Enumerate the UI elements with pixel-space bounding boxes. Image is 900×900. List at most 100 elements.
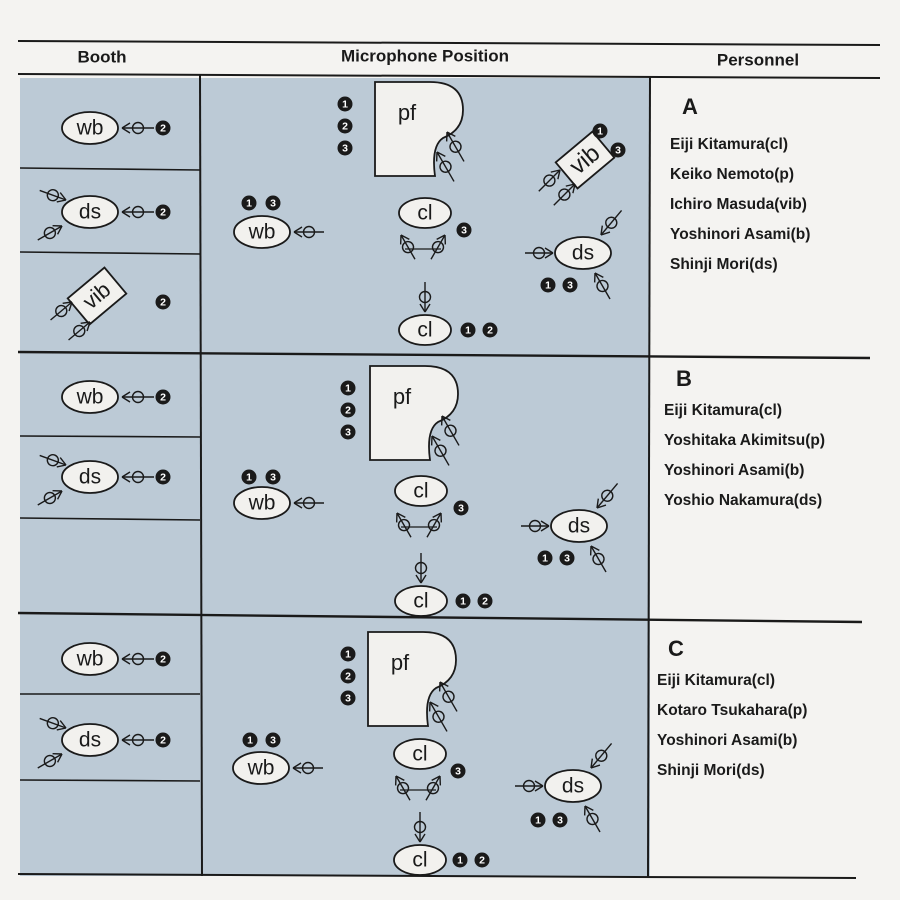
piano: pf [369, 365, 459, 461]
clarinet-upper-mic-right [425, 775, 442, 801]
clarinet-upper: cl [393, 738, 447, 770]
number-badge: 3 [562, 277, 578, 293]
number-badge: 1 [452, 852, 468, 868]
wood-bass-outline [232, 751, 290, 785]
booth-ds-low-mic [37, 224, 63, 241]
number-badge: 2 [340, 402, 356, 418]
number-badge-text: 3 [270, 734, 276, 746]
number-badge: 2 [155, 469, 171, 485]
wood-bass: wb [233, 215, 291, 249]
booth-wb-mic [121, 390, 154, 404]
clarinet-lower-outline [393, 844, 447, 876]
number-badge-text: 3 [345, 426, 351, 438]
booth-ds-mic [121, 733, 154, 747]
number-badge-text: 1 [246, 197, 252, 209]
drums-front-mic [515, 779, 544, 793]
number-badge: 3 [265, 195, 281, 211]
wood-bass-label: wb [248, 492, 276, 515]
number-badge-text: 3 [345, 692, 351, 704]
booth-wb-label: wb [76, 117, 104, 140]
booth-wb-outline [61, 642, 119, 676]
number-badge: 2 [340, 668, 356, 684]
number-badge-text: 3 [461, 224, 467, 236]
booth-ds-low-mic [37, 489, 63, 506]
session-panel [20, 78, 650, 356]
clarinet-lower-mic [414, 553, 428, 584]
clarinet-upper-outline [393, 738, 447, 770]
booth-ds-outline [61, 195, 119, 229]
clarinet-upper: cl [394, 475, 448, 507]
number-badge: 1 [592, 123, 608, 139]
personnel-member: Eiji Kitamura(cl) [657, 672, 775, 689]
personnel-member: Ichiro Masuda(vib) [670, 196, 807, 213]
drums-front-mic [525, 246, 554, 260]
piano-label: pf [393, 384, 412, 409]
vibraphone-mic-1 [538, 169, 561, 192]
piano-mic-1 [428, 701, 448, 732]
booth-ds-label: ds [79, 201, 101, 224]
piano-mic-2 [445, 131, 465, 162]
clarinet-lower-label: cl [412, 849, 427, 872]
clarinet-upper-mic-right [426, 512, 443, 538]
wood-bass-label: wb [247, 757, 275, 780]
number-badge: 2 [482, 322, 498, 338]
booth-wb: wb [61, 642, 119, 676]
clarinet-upper-outline [394, 475, 448, 507]
number-badge: 1 [530, 812, 546, 828]
booth-ds-low-mic [37, 752, 63, 769]
clarinet-lower-outline [398, 314, 452, 346]
clarinet-upper-label: cl [417, 202, 432, 225]
booth-wb: wb [61, 111, 119, 145]
number-badge: 2 [155, 732, 171, 748]
number-badge-text: 1 [597, 125, 603, 137]
booth-ds: ds [61, 460, 119, 494]
number-badge: 3 [450, 763, 466, 779]
number-badge: 1 [537, 550, 553, 566]
drums-label: ds [568, 515, 590, 538]
booth-divider [19, 251, 201, 255]
personnel-member: Yoshinori Asami(b) [670, 226, 810, 243]
number-badge-text: 1 [246, 471, 252, 483]
number-badge: 2 [155, 389, 171, 405]
number-badge-text: 1 [460, 595, 466, 607]
personnel-member: Eiji Kitamura(cl) [670, 136, 788, 153]
header-booth: Booth [77, 47, 126, 66]
personnel-member: Shinji Mori(ds) [657, 762, 765, 779]
number-badge-text: 3 [270, 197, 276, 209]
wood-bass-label: wb [248, 221, 276, 244]
header-mic-position: Microphone Position [341, 46, 509, 65]
clarinet-upper-outline [398, 197, 452, 229]
booth-ds-overhead-mic [39, 454, 67, 468]
number-badge-text: 1 [535, 814, 541, 826]
drums-floor-mic [593, 272, 611, 300]
number-badge: 1 [242, 732, 258, 748]
number-badge-text: 3 [270, 471, 276, 483]
wood-bass-mic [293, 225, 324, 239]
col-divider-left [199, 73, 203, 877]
clarinet-lower: cl [398, 314, 452, 346]
number-badge: 3 [552, 812, 568, 828]
number-badge-text: 3 [567, 279, 573, 291]
number-badge-text: 3 [615, 144, 621, 156]
number-badge-text: 2 [160, 296, 166, 308]
clarinet-upper: cl [398, 197, 452, 229]
piano-mic-1 [430, 435, 450, 466]
booth-ds-label: ds [79, 729, 101, 752]
number-badge-text: 2 [482, 595, 488, 607]
drums: ds [544, 769, 602, 803]
booth-ds-mic [121, 470, 154, 484]
booth-vib: vib [66, 266, 128, 326]
booth-ds: ds [61, 195, 119, 229]
drums-label: ds [572, 242, 594, 265]
clarinet-upper-mic-left [395, 512, 412, 538]
booth-wb-label: wb [76, 648, 104, 671]
drums-overhead-mic [590, 743, 613, 769]
number-badge: 2 [155, 120, 171, 136]
booth-wb: wb [61, 380, 119, 414]
vibraphone-mic-2 [553, 183, 576, 206]
clarinet-lower: cl [393, 844, 447, 876]
number-badge: 3 [265, 732, 281, 748]
session-letter: B [676, 366, 692, 391]
